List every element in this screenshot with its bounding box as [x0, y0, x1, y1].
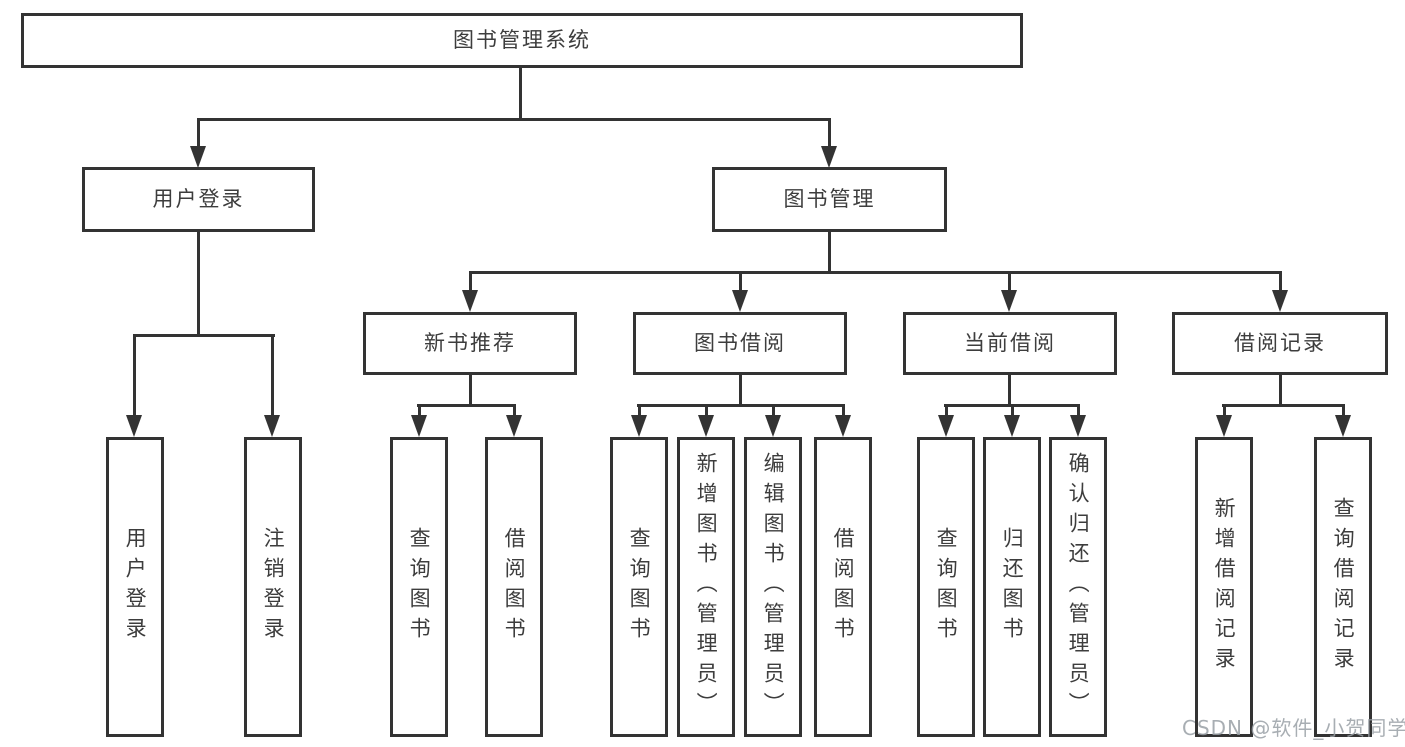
- node-book-borrowing: 图书借阅: [633, 312, 847, 375]
- leaf-label: 确认归还（管理员）: [1066, 452, 1091, 722]
- arrowhead: [411, 415, 427, 437]
- arrowhead: [462, 290, 478, 312]
- leaf-return-books: 归还图书: [983, 437, 1041, 737]
- connector-vline: [638, 404, 641, 417]
- node-book-management: 图书管理: [712, 167, 947, 232]
- arrowhead: [126, 415, 142, 437]
- leaf-add-borrow-record: 新增借阅记录: [1195, 437, 1253, 737]
- node-current-borrowing: 当前借阅: [903, 312, 1117, 375]
- arrowhead: [1272, 290, 1288, 312]
- connector-vline: [842, 404, 845, 417]
- arrowhead: [631, 415, 647, 437]
- node-new-book-recommendation: 新书推荐: [363, 312, 577, 375]
- leaf-borrow-books-recommend: 借阅图书: [485, 437, 543, 737]
- connector-vline: [1223, 404, 1226, 417]
- arrowhead: [1004, 415, 1020, 437]
- leaf-label: 查询借阅记录: [1331, 497, 1356, 677]
- node-borrowing-records: 借阅记录: [1172, 312, 1388, 375]
- connector-hline: [417, 404, 515, 407]
- connector-vline: [1279, 271, 1282, 292]
- connector-vline: [1077, 404, 1080, 417]
- connector-hline: [1222, 404, 1345, 407]
- leaf-label: 注销登录: [261, 527, 286, 647]
- leaf-label: 查询图书: [934, 527, 959, 647]
- connector-vline: [828, 118, 831, 148]
- leaf-query-books-recommend: 查询图书: [390, 437, 448, 737]
- connector-vline: [705, 404, 708, 417]
- leaf-confirm-return-admin: 确认归还（管理员）: [1049, 437, 1107, 737]
- connector-vline: [133, 334, 136, 417]
- connector-hline: [469, 271, 1282, 274]
- arrowhead: [698, 415, 714, 437]
- connector-vline: [772, 404, 775, 417]
- connector-vline: [1008, 375, 1011, 407]
- connector-vline: [945, 404, 948, 417]
- leaf-label: 归还图书: [1000, 527, 1025, 647]
- connector-vline: [418, 404, 421, 417]
- connector-vline: [1008, 271, 1011, 292]
- leaf-query-books-borrow: 查询图书: [610, 437, 668, 737]
- connector-vline: [469, 271, 472, 292]
- leaf-edit-books-admin: 编辑图书（管理员）: [744, 437, 802, 737]
- connector-hline: [133, 334, 275, 337]
- connector-vline: [197, 232, 200, 337]
- arrowhead: [506, 415, 522, 437]
- arrowhead: [765, 415, 781, 437]
- leaf-user-login: 用户登录: [106, 437, 164, 737]
- leaf-label: 用户登录: [123, 527, 148, 647]
- arrowhead: [835, 415, 851, 437]
- leaf-label: 借阅图书: [831, 527, 856, 647]
- csdn-watermark: CSDN @软件_小贺同学: [1182, 716, 1405, 740]
- connector-vline: [513, 404, 516, 417]
- connector-vline: [271, 334, 274, 417]
- node-label: 图书借阅: [694, 331, 786, 355]
- node-label: 借阅记录: [1234, 331, 1326, 355]
- leaf-label: 新增借阅记录: [1212, 497, 1237, 677]
- leaf-label: 查询图书: [627, 527, 652, 647]
- node-label: 当前借阅: [964, 331, 1056, 355]
- leaf-add-books-admin: 新增图书（管理员）: [677, 437, 735, 737]
- arrowhead: [1001, 290, 1017, 312]
- arrowhead: [1216, 415, 1232, 437]
- connector-vline: [828, 232, 831, 273]
- node-label: 新书推荐: [424, 331, 516, 355]
- leaf-label: 编辑图书（管理员）: [761, 452, 786, 722]
- arrowhead: [1335, 415, 1351, 437]
- node-root-system: 图书管理系统: [21, 13, 1023, 68]
- leaf-query-books-current: 查询图书: [917, 437, 975, 737]
- arrowhead: [190, 146, 206, 168]
- connector-hline: [197, 118, 831, 121]
- leaf-query-borrow-record: 查询借阅记录: [1314, 437, 1372, 737]
- node-label: 图书管理: [783, 187, 876, 211]
- connector-vline: [519, 68, 522, 120]
- leaf-label: 借阅图书: [502, 527, 527, 647]
- connector-vline: [197, 118, 200, 148]
- connector-vline: [739, 375, 742, 407]
- node-label: 图书管理系统: [453, 28, 591, 52]
- arrowhead: [264, 415, 280, 437]
- node-label: 用户登录: [152, 187, 245, 211]
- arrowhead: [732, 290, 748, 312]
- arrowhead: [1070, 415, 1086, 437]
- leaf-logout: 注销登录: [244, 437, 302, 737]
- arrowhead: [938, 415, 954, 437]
- leaf-label: 新增图书（管理员）: [694, 452, 719, 722]
- connector-vline: [1279, 375, 1282, 407]
- connector-vline: [739, 271, 742, 292]
- connector-vline: [469, 375, 472, 407]
- arrowhead: [821, 146, 837, 168]
- connector-vline: [1011, 404, 1014, 417]
- connector-vline: [1342, 404, 1345, 417]
- leaf-borrow-books: 借阅图书: [814, 437, 872, 737]
- connector-hline: [637, 404, 845, 407]
- node-user-login: 用户登录: [82, 167, 315, 232]
- leaf-label: 查询图书: [407, 527, 432, 647]
